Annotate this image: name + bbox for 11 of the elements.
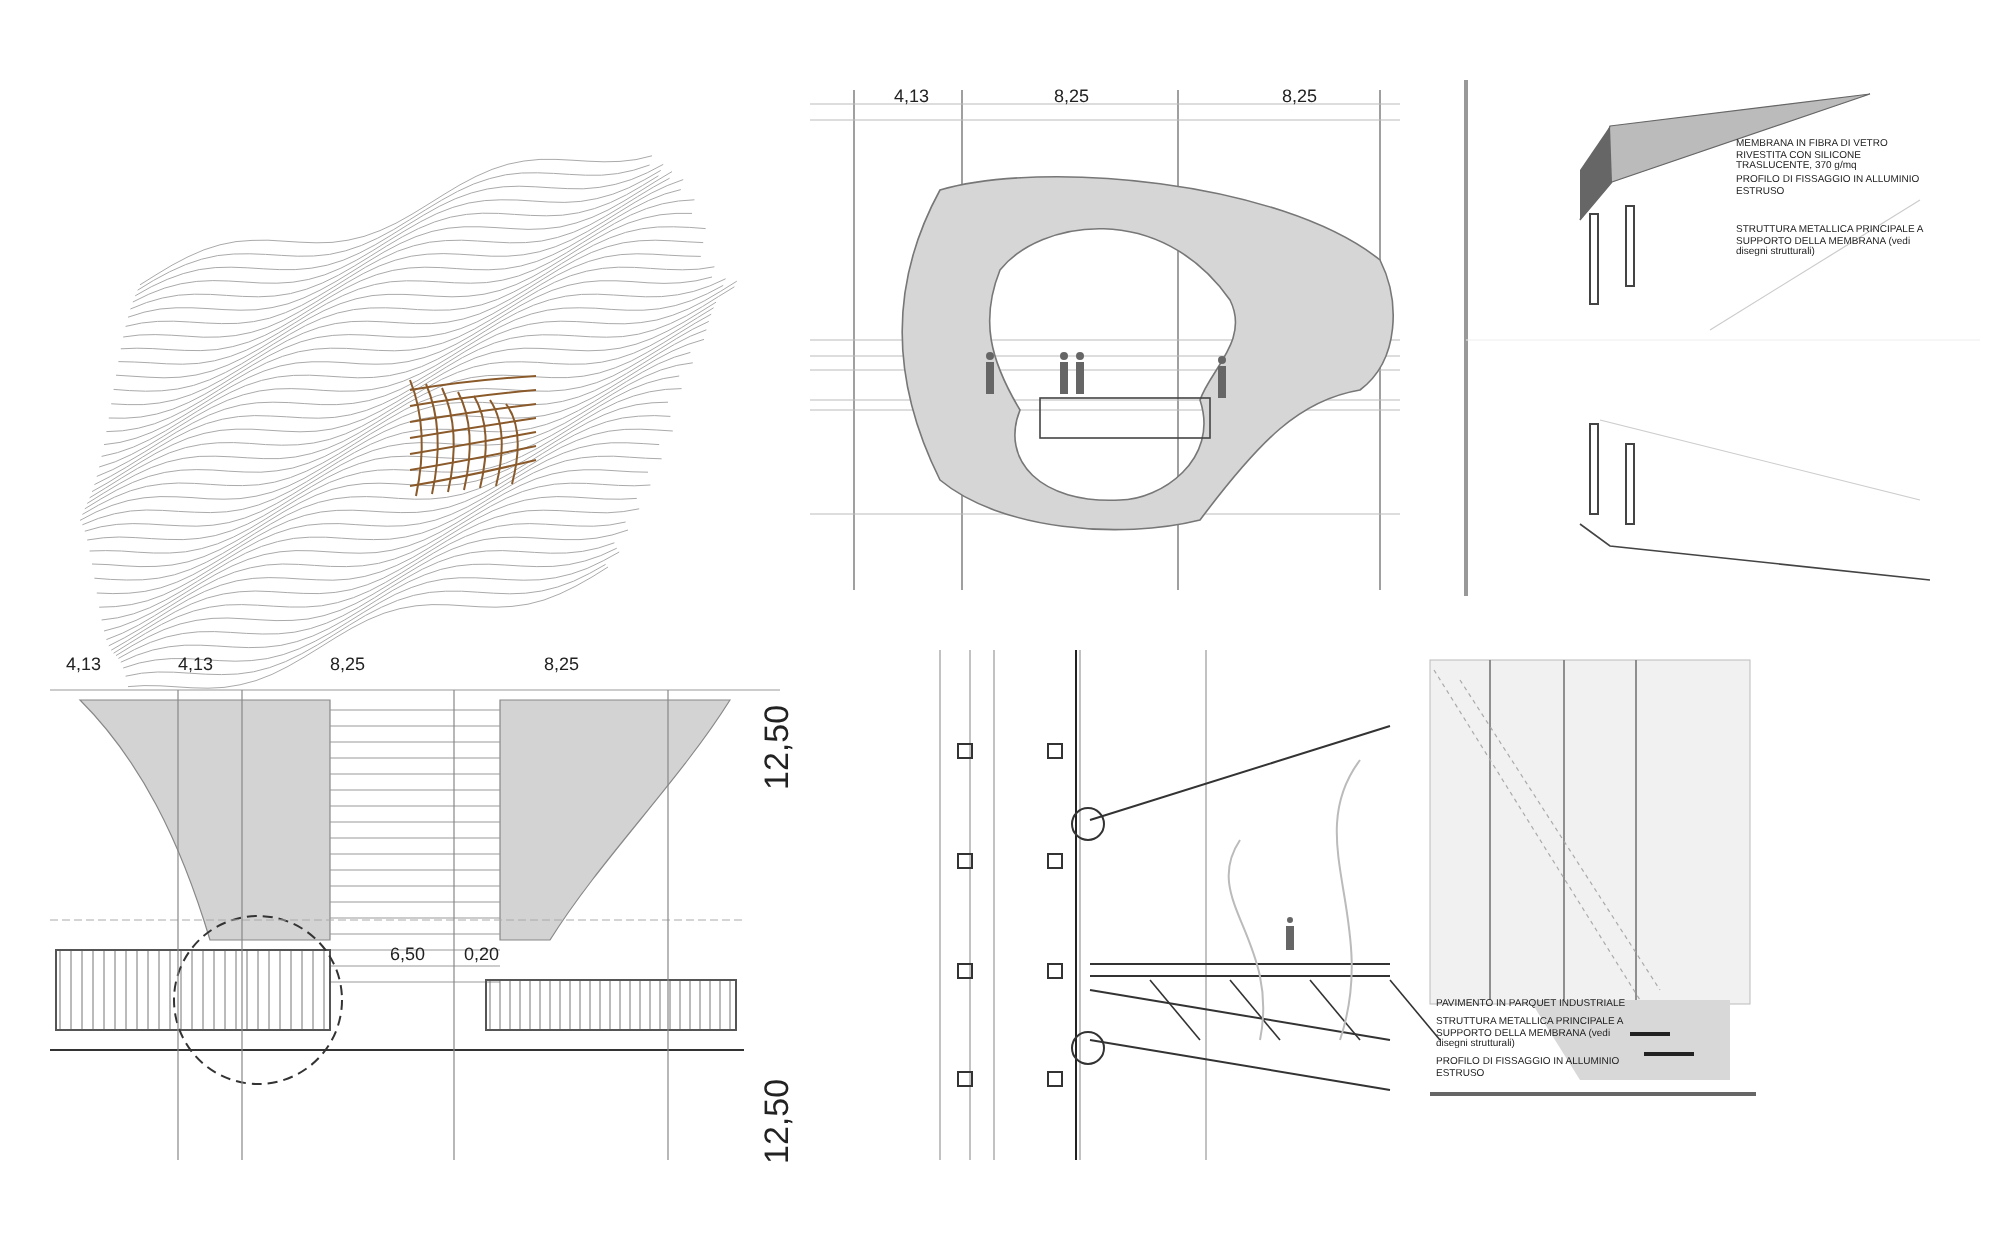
dimension-text: 12,50	[760, 704, 798, 790]
dimension-text: 4,13	[66, 656, 102, 676]
dimension-text: 8,25	[330, 656, 366, 676]
dimension-text: 8,25	[1054, 88, 1090, 108]
dimension-text: 4,13	[178, 656, 214, 676]
dimension-text: 12,50	[760, 1078, 798, 1164]
dimension-text: 0,20	[464, 946, 500, 966]
dimension-text: 4,13	[894, 88, 930, 108]
dimension-text: 6,50	[390, 946, 426, 966]
dimension-text: 8,25	[544, 656, 580, 676]
dimension-text: 8,25	[1282, 88, 1318, 108]
